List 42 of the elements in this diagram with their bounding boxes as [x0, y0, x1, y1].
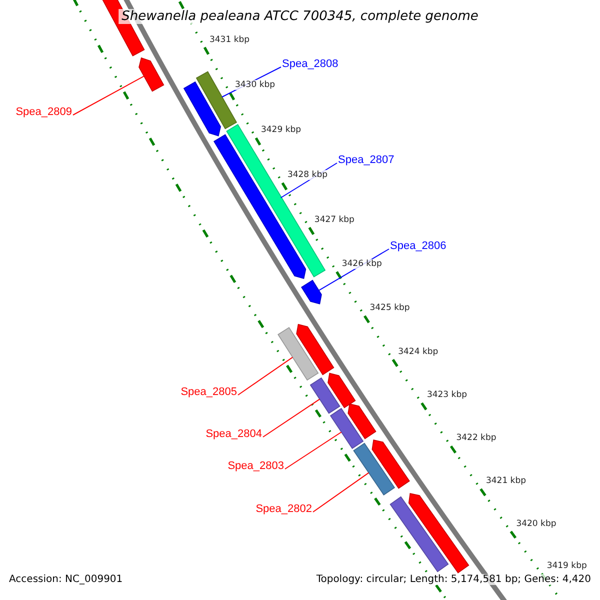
gene-feature: [296, 324, 334, 376]
scale-label: 3430 kbp: [234, 80, 276, 90]
scale-label: 3428 kbp: [287, 170, 328, 180]
gene-feature: [372, 439, 410, 489]
gene-label: Spea_2809: [16, 106, 72, 118]
gene-block: [353, 442, 396, 496]
scale-label: 3424 kbp: [398, 346, 438, 357]
scale-label: 3422 kbp: [456, 433, 496, 444]
gene-block: [196, 71, 238, 130]
gene-feature: [183, 81, 222, 136]
gene-label: Spea_2803: [228, 460, 284, 472]
leader-line: [238, 356, 294, 396]
gene-label: Spea_2808: [282, 58, 338, 70]
scale-label: 3427 kbp: [314, 214, 354, 225]
scale-label: 3426 kbp: [342, 259, 382, 270]
scale-label: 3419 kbp: [546, 560, 587, 571]
scale-label: 3421 kbp: [486, 476, 526, 486]
gene-label: Spea_2807: [338, 154, 394, 166]
leader-line: [72, 76, 144, 116]
gene-label: Spea_2804: [206, 428, 262, 440]
gene-feature: [408, 493, 470, 574]
gene-feature: [300, 280, 322, 304]
accession-text: Accession: NC_009901: [7, 574, 125, 585]
gene-block: [278, 326, 319, 381]
gene-block: [330, 408, 364, 450]
scale-label: 3429 kbp: [260, 125, 302, 136]
gene-label: Spea_2806: [390, 240, 446, 252]
genome-info-text: Topology: circular; Length: 5,174,581 bp; Genes: 4,420: [314, 574, 593, 585]
gene-block: [310, 377, 340, 414]
gene-feature: [328, 372, 356, 408]
gene-label: Spea_2802: [256, 503, 312, 515]
scale-label: 3431 kbp: [209, 34, 250, 45]
scale-label: 3425 kbp: [370, 303, 410, 314]
gene-block: [390, 496, 449, 572]
gene-label: Spea_2805: [180, 386, 237, 398]
gene-feature: [138, 57, 164, 92]
leader-line: [312, 472, 370, 512]
leader-line: [262, 398, 320, 438]
gene-feature: [348, 403, 376, 440]
gene-feature: [214, 134, 306, 280]
scale-label: 3423 kbp: [426, 390, 467, 400]
scale-label: 3420 kbp: [516, 518, 556, 529]
